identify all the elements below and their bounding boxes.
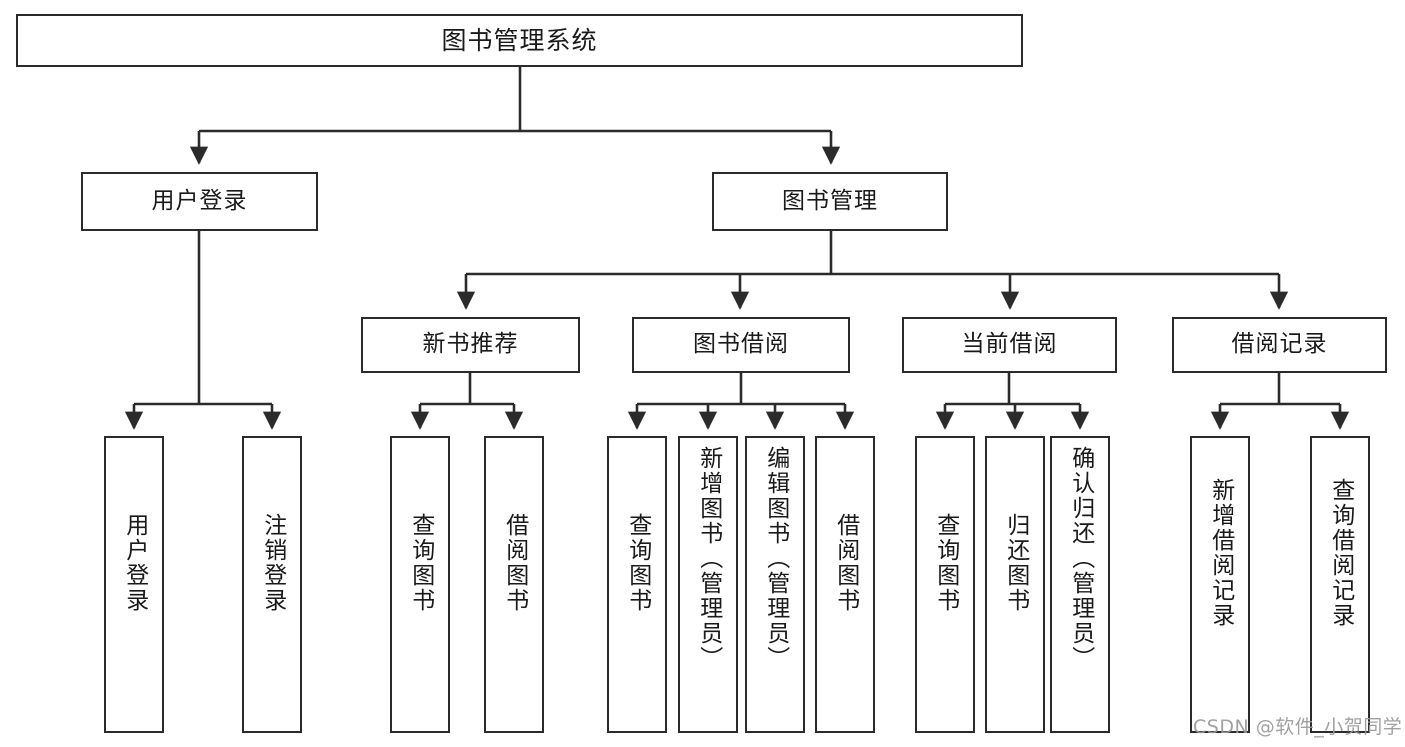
node-user-login[interactable]: 用户登录 — [81, 172, 318, 231]
leaf-confirm-return-admin-label: 确认归还（管理员） — [1067, 446, 1094, 671]
leaf-confirm-return-admin[interactable]: 确认归还（管理员） — [1050, 436, 1110, 733]
leaf-add-borrow-record[interactable]: 新增借阅记录 — [1190, 436, 1250, 733]
watermark: CSDN @软件_小贺同学 — [1193, 716, 1403, 738]
leaf-edit-book-admin-label: 编辑图书（管理员） — [762, 446, 789, 671]
leaf-logout-label: 注销登录 — [259, 513, 286, 613]
node-current-borrow-label: 当前借阅 — [961, 331, 1058, 358]
leaf-query-borrow-record[interactable]: 查询借阅记录 — [1310, 436, 1370, 733]
leaf-add-book-admin[interactable]: 新增图书（管理员） — [678, 436, 738, 733]
leaf-borrow-book[interactable]: 借阅图书 — [815, 436, 875, 733]
leaf-query-book-recommend-label: 查询图书 — [407, 513, 434, 613]
leaf-logout[interactable]: 注销登录 — [242, 436, 302, 733]
leaf-query-borrow-record-label: 查询借阅记录 — [1327, 478, 1354, 628]
node-borrow-record[interactable]: 借阅记录 — [1172, 317, 1387, 373]
leaf-add-book-admin-label: 新增图书（管理员） — [695, 446, 722, 671]
node-book-management-label: 图书管理 — [782, 187, 878, 214]
node-root[interactable]: 图书管理系统 — [16, 14, 1023, 67]
node-user-login-label: 用户登录 — [151, 187, 248, 214]
node-current-borrow[interactable]: 当前借阅 — [902, 317, 1117, 373]
leaf-edit-book-admin[interactable]: 编辑图书（管理员） — [745, 436, 805, 733]
leaf-query-book-current[interactable]: 查询图书 — [915, 436, 975, 733]
leaf-borrow-book-recommend[interactable]: 借阅图书 — [484, 436, 544, 733]
leaf-borrow-book-label: 借阅图书 — [832, 513, 859, 613]
node-new-book-recommend[interactable]: 新书推荐 — [361, 317, 580, 373]
leaf-query-book-borrow-label: 查询图书 — [624, 513, 651, 613]
node-new-book-recommend-label: 新书推荐 — [422, 331, 519, 358]
leaf-return-book-label: 归还图书 — [1002, 513, 1029, 613]
node-book-management[interactable]: 图书管理 — [712, 172, 948, 231]
leaf-return-book[interactable]: 归还图书 — [985, 436, 1045, 733]
node-root-label: 图书管理系统 — [441, 25, 598, 55]
leaf-borrow-book-recommend-label: 借阅图书 — [501, 513, 528, 613]
leaf-user-login[interactable]: 用户登录 — [104, 436, 164, 733]
leaf-query-book-borrow[interactable]: 查询图书 — [607, 436, 667, 733]
node-book-borrow-label: 图书借阅 — [693, 331, 789, 358]
leaf-add-borrow-record-label: 新增借阅记录 — [1207, 478, 1234, 628]
leaf-user-login-label: 用户登录 — [121, 513, 148, 613]
leaf-query-book-current-label: 查询图书 — [932, 513, 959, 613]
node-book-borrow[interactable]: 图书借阅 — [632, 317, 850, 373]
node-borrow-record-label: 借阅记录 — [1231, 331, 1328, 358]
leaf-query-book-recommend[interactable]: 查询图书 — [390, 436, 450, 733]
